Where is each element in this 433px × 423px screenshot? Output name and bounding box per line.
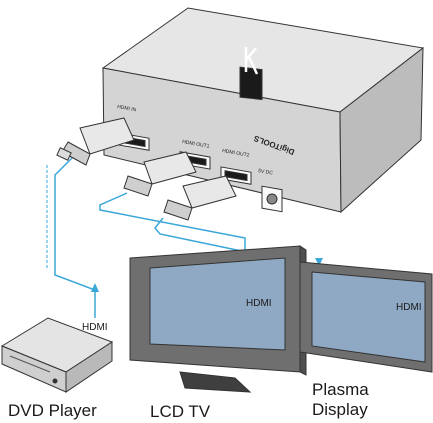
device-side-face bbox=[339, 46, 424, 214]
plug-out2 bbox=[163, 175, 237, 221]
plug-input bbox=[56, 117, 135, 166]
port-label-power: 5V DC bbox=[258, 168, 274, 177]
plasma-label-line2: Display bbox=[312, 400, 368, 419]
plasma-display bbox=[299, 261, 433, 373]
port-label-hdmi-out1: HDMI OUT1 bbox=[182, 139, 210, 150]
plasma-label-line1: Plasma bbox=[312, 380, 369, 399]
arrow-to-input bbox=[91, 283, 99, 292]
kramer-logo bbox=[239, 66, 263, 101]
hdmi-label-dvd: HDMI bbox=[82, 322, 108, 333]
plasma-screen bbox=[311, 271, 426, 363]
hdmi-distributor bbox=[101, 7, 425, 214]
dvd-player bbox=[0, 317, 114, 393]
dvd-player-label: DVD Player bbox=[8, 401, 97, 420]
port-label-hdmi-out2: HDMI OUT2 bbox=[222, 148, 250, 159]
lcd-tv-label: LCD TV bbox=[150, 402, 211, 421]
port-label-hdmi-in: HDMI IN bbox=[117, 104, 137, 113]
arrow-to-plasma bbox=[315, 258, 323, 266]
lcd-tv bbox=[129, 245, 307, 393]
plug-out1 bbox=[123, 151, 197, 197]
lcd-screen bbox=[149, 257, 286, 351]
cable-dvd-to-input bbox=[54, 157, 96, 318]
hdmi-label-plasma: HDMI bbox=[396, 302, 422, 313]
hdmi-label-lcd: HDMI bbox=[246, 298, 272, 309]
hdmi-plugs bbox=[56, 117, 237, 221]
cable-out1-to-lcd bbox=[99, 192, 246, 255]
